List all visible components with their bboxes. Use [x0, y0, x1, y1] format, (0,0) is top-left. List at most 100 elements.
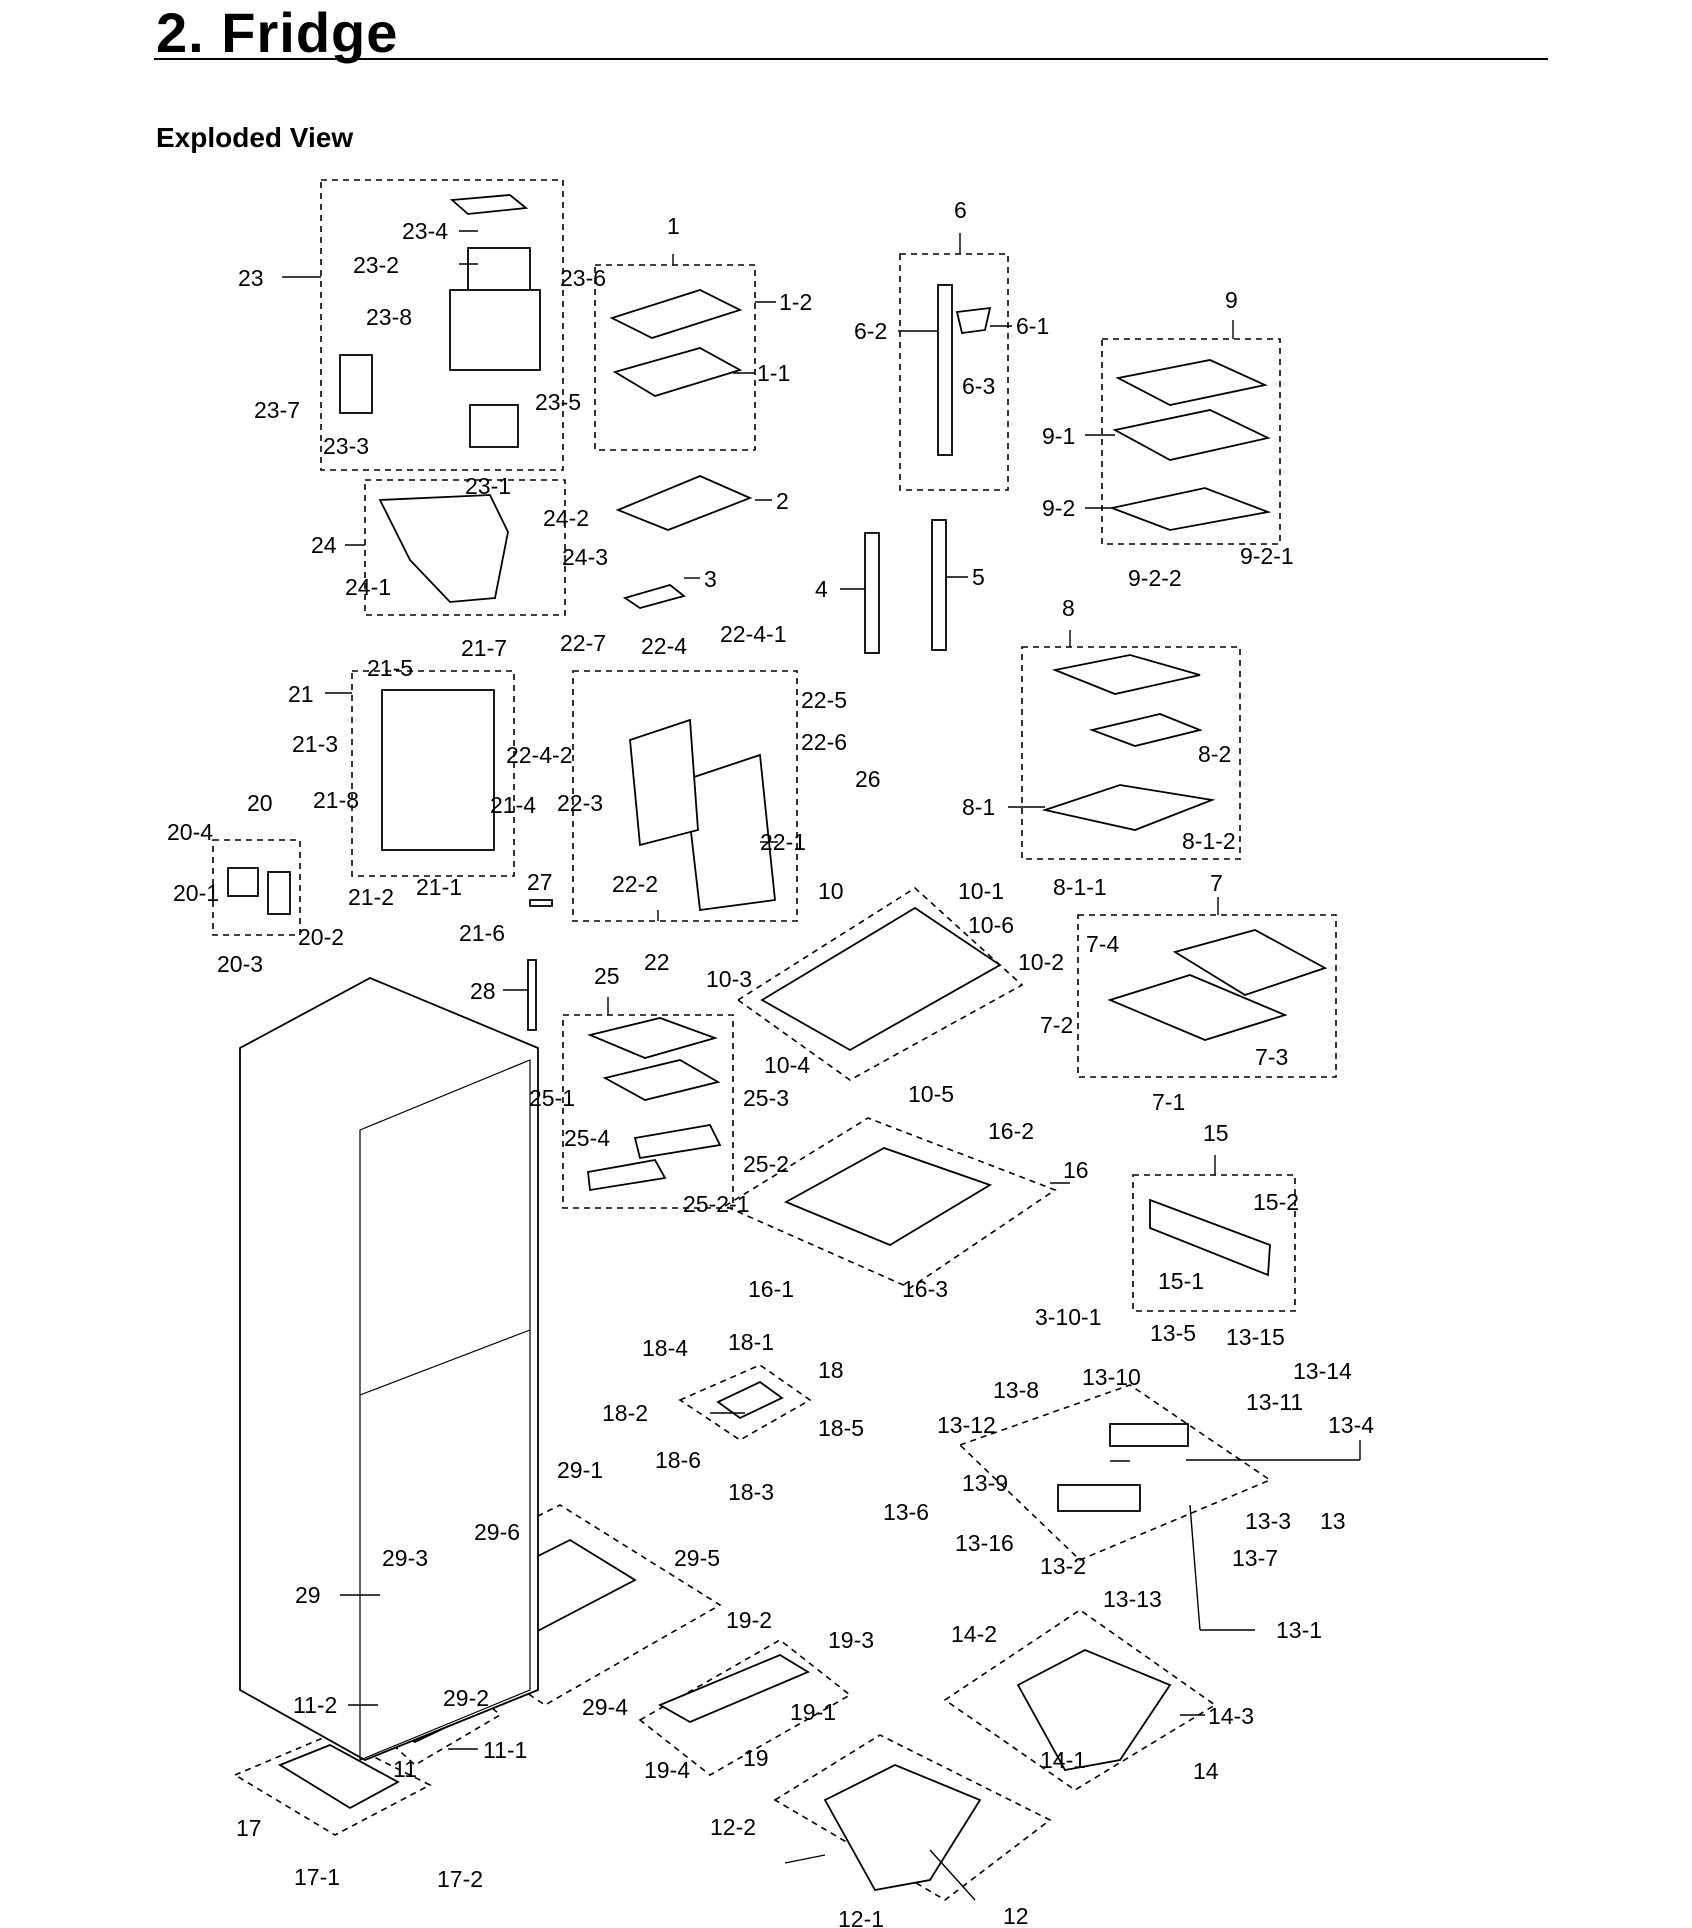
part-label: 18-3	[728, 1479, 774, 1505]
shelf-10-part	[760, 906, 1002, 1052]
part-label: 18-4	[642, 1335, 688, 1361]
part-label: 23-6	[560, 265, 606, 291]
part-label: 29-1	[557, 1457, 603, 1483]
part-label: 6-2	[854, 318, 887, 344]
part-label: 25-2-1	[683, 1191, 749, 1217]
part-label: 7-4	[1086, 931, 1119, 957]
part-label: 10-1	[958, 878, 1004, 904]
part-label: 23-7	[254, 397, 300, 423]
group-box-19	[638, 1639, 852, 1776]
part-label: 29-2	[443, 1685, 489, 1711]
group-box-21	[351, 670, 515, 877]
part-label: 2	[776, 488, 789, 514]
part-label: 22-4	[641, 633, 687, 659]
part-label: 15-1	[1158, 1268, 1204, 1294]
part-label: 8-1	[962, 794, 995, 820]
part-label: 10-4	[764, 1052, 810, 1078]
part-label: 20-3	[217, 951, 263, 977]
shelf-plate-part	[612, 347, 743, 397]
part-label: 23-4	[402, 218, 448, 244]
group-box-22	[572, 670, 798, 922]
part-label: 15-2	[1253, 1189, 1299, 1215]
evaporator-cover-part	[684, 753, 776, 912]
part-label: 18	[818, 1357, 844, 1383]
part-label: 27	[527, 869, 553, 895]
group-boxes	[212, 179, 1337, 1901]
part-label: 10	[818, 878, 844, 904]
part-label: 19-3	[828, 1627, 874, 1653]
glass-shelf-25-part	[587, 1017, 718, 1059]
part-label: 25-4	[564, 1125, 610, 1151]
shelf-cover-part	[609, 289, 743, 339]
part-label: 24-2	[543, 505, 589, 531]
evaporator-part	[381, 689, 495, 851]
part-label: 13-6	[883, 1499, 929, 1525]
dispenser-13-5-part	[1109, 1423, 1189, 1447]
cabinet-partition	[359, 1329, 531, 1396]
part-label: 21-6	[459, 920, 505, 946]
part-label: 22-5	[801, 687, 847, 713]
part-label: 22-4-2	[506, 742, 572, 768]
module-20-part	[227, 867, 259, 897]
group-box-18	[678, 1364, 812, 1441]
part-label: 5	[972, 564, 985, 590]
part-label: 22-3	[557, 790, 603, 816]
part-label: 8-1-2	[1182, 828, 1236, 854]
part-label: 21-4	[490, 792, 536, 818]
part-label: 19-2	[726, 1607, 772, 1633]
ice-maker-cover-part	[449, 194, 529, 215]
rail-15-part	[1149, 1198, 1271, 1277]
page-title: 2. Fridge	[156, 1, 399, 64]
part-label: 14-3	[1208, 1703, 1254, 1729]
part-label: 12	[1003, 1903, 1029, 1928]
part-label: 10-6	[968, 912, 1014, 938]
group-box-15	[1132, 1174, 1296, 1312]
rail-5-part	[931, 519, 947, 651]
part-label: 29-3	[382, 1545, 428, 1571]
part-label: 13-4	[1328, 1412, 1374, 1438]
part-label: 21-2	[348, 884, 394, 910]
group-box-24	[364, 479, 566, 616]
part-label: 13-10	[1082, 1364, 1141, 1390]
part-label: 17	[236, 1815, 262, 1841]
part-label: 21-7	[461, 635, 507, 661]
title-divider	[154, 58, 1548, 60]
shelf-frame-9-1-part	[1112, 409, 1271, 461]
drawer-19-part	[657, 1653, 810, 1724]
shelf-16-part	[783, 1147, 993, 1247]
part-label: 22-6	[801, 729, 847, 755]
group-box-6	[899, 253, 1009, 491]
part-label: 20-1	[173, 880, 219, 906]
part-label: 22-2	[612, 871, 658, 897]
part-label: 6-1	[1016, 313, 1049, 339]
part-label: 1	[667, 213, 680, 239]
glass-shelf-7-part	[1172, 929, 1328, 996]
shelf-frame-8-1-part	[1041, 784, 1216, 831]
part-label: 17-2	[437, 1866, 483, 1892]
part-label: 13-2	[1040, 1553, 1086, 1579]
part-label: 25	[594, 963, 620, 989]
leader-lines	[282, 230, 1361, 1901]
part-label: 13-8	[993, 1377, 1039, 1403]
group-box-20	[212, 839, 301, 936]
group-box-25	[562, 1014, 734, 1209]
part-label: 19-4	[644, 1757, 690, 1783]
part-label: 3	[704, 566, 717, 592]
bracket-3-part	[622, 584, 686, 609]
group-box-17	[233, 1734, 432, 1836]
part-label: 10-5	[908, 1081, 954, 1107]
part-label: 10-2	[1018, 949, 1064, 975]
glass-shelf-8-part	[1051, 654, 1201, 695]
part-label: 23	[238, 265, 264, 291]
part-label: 13-7	[1232, 1545, 1278, 1571]
part-label: 18-5	[818, 1415, 864, 1441]
group-box-1	[594, 264, 756, 451]
group-box-23	[320, 179, 564, 471]
part-label: 13-1	[1276, 1617, 1322, 1643]
rail-4-part	[864, 532, 880, 654]
group-box-9	[1101, 338, 1281, 545]
group-box-8	[1021, 646, 1241, 860]
part-label: 21-1	[416, 874, 462, 900]
part-label: 11-1	[483, 1737, 527, 1763]
shelf-frame-7-part	[1107, 974, 1288, 1041]
